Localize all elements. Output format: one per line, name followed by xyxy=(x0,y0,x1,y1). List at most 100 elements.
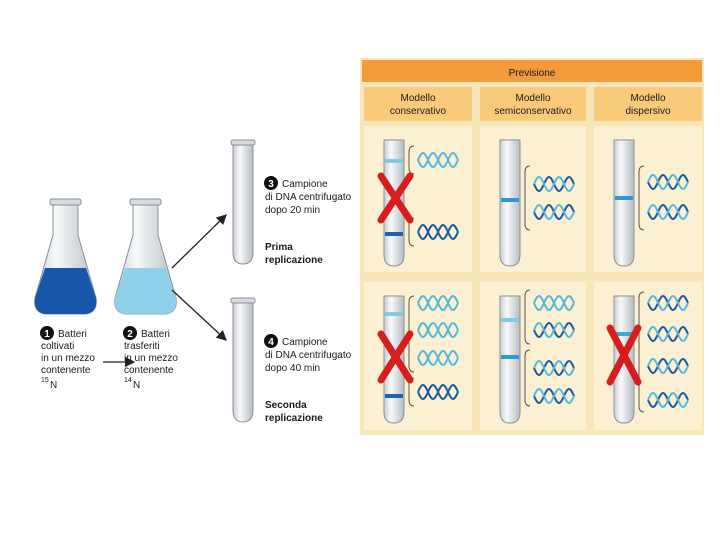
dna-strand xyxy=(647,204,689,220)
step-2-isotope-symbol: N xyxy=(133,380,140,391)
dna-helix-icon xyxy=(533,322,575,338)
dna-helix-icon xyxy=(533,388,575,404)
band-intermediate xyxy=(615,332,633,336)
band-heavy xyxy=(385,232,403,236)
band-light xyxy=(385,159,403,163)
dna-strand xyxy=(417,224,459,240)
tube-second-replication xyxy=(230,297,256,423)
step-1-line-2: coltivati xyxy=(41,341,74,352)
step-2-isotope-mass: 14 xyxy=(124,377,132,384)
light-medium-liquid xyxy=(114,268,177,314)
step-3-badge xyxy=(264,176,278,190)
step-2-label: 2 Batteri trasferiti in un mezzo contene… xyxy=(123,326,178,391)
step-4-line-1: Campione xyxy=(282,337,328,348)
dna-strand xyxy=(533,388,575,404)
band-hybrid xyxy=(615,196,633,200)
step-4-caption-2: replicazione xyxy=(265,413,323,424)
dna-strand xyxy=(533,204,575,220)
model-dispersive-line-2: dispersivo xyxy=(625,106,670,117)
step-3-label: 3 Campione di DNA centrifugato dopo 20 m… xyxy=(264,176,352,266)
dna-helix-icon xyxy=(647,174,689,190)
dna-helix-icon xyxy=(647,295,689,311)
flask-heavy-medium xyxy=(34,198,97,315)
result-tube-semiconservative-second xyxy=(499,295,521,424)
model-header-dispersive xyxy=(594,87,702,121)
dna-helix-icon xyxy=(533,204,575,220)
step-1-badge xyxy=(40,326,54,340)
dna-strand xyxy=(533,360,575,376)
cell-conservative-first xyxy=(364,126,472,272)
reject-cross-dispersive-second xyxy=(606,324,642,386)
reject-cross-conservative-second xyxy=(377,330,414,384)
brackets xyxy=(408,145,645,413)
dna-helix-icon xyxy=(647,392,689,408)
step-2-line-1: Batteri xyxy=(141,329,170,340)
dna-helix-icon xyxy=(533,360,575,376)
step-1-line-1: Batteri xyxy=(58,329,87,340)
model-semiconservative-line-2: semiconservativo xyxy=(494,106,572,117)
dna-strand xyxy=(533,322,575,338)
model-header-semiconservative xyxy=(480,87,586,121)
band-light xyxy=(501,318,519,322)
step-2-badge xyxy=(123,326,137,340)
step-4-caption-1: Seconda xyxy=(265,400,307,411)
step-1-isotope-mass: 15 xyxy=(41,377,49,384)
model-dispersive-line-1: Modello xyxy=(630,93,665,104)
step-3-caption-2: replicazione xyxy=(265,255,323,266)
prediction-title: Previsione xyxy=(509,68,556,79)
result-tube-semiconservative-first xyxy=(499,139,521,267)
step-4-line-3: dopo 40 min xyxy=(265,363,320,374)
dna-helix-icon xyxy=(533,176,575,192)
dna-strand xyxy=(647,295,689,311)
prediction-panel: Previsione Modello conservativo Modello … xyxy=(360,58,704,435)
heavy-medium-liquid xyxy=(34,268,97,314)
dna-strand xyxy=(647,326,689,342)
reject-cross-conservative-first xyxy=(377,172,414,224)
dna-helix-icon xyxy=(417,295,459,311)
arrow-to-second-replication xyxy=(171,289,227,341)
cell-semiconservative-second xyxy=(480,282,586,430)
step-3-line-1: Campione xyxy=(282,179,328,190)
dna-strand xyxy=(533,176,575,192)
step-3-number: 3 xyxy=(268,179,274,190)
model-conservative-line-2: conservativo xyxy=(390,106,447,117)
band-hybrid xyxy=(501,198,519,202)
dna-helix-icon xyxy=(417,152,459,168)
step-1-number: 1 xyxy=(44,329,50,340)
step-4-number: 4 xyxy=(268,337,274,348)
cell-dispersive-second xyxy=(594,282,702,430)
dna-helix-icon xyxy=(417,322,459,338)
dna-strand xyxy=(417,322,459,338)
step-3-caption-1: Prima xyxy=(265,242,293,253)
dna-helix-icon xyxy=(647,326,689,342)
cell-dispersive-first xyxy=(594,126,702,272)
dna-helix-icon xyxy=(417,384,459,400)
dna-strand xyxy=(647,174,689,190)
dna-strand xyxy=(417,295,459,311)
dna-strand xyxy=(417,350,459,366)
dna-helix-icon xyxy=(417,224,459,240)
step-2-number: 2 xyxy=(127,329,133,340)
step-1-line-3: in un mezzo xyxy=(41,353,95,364)
result-tube-dispersive-first xyxy=(613,139,635,267)
dna-helix-icon xyxy=(647,358,689,374)
dna-strand xyxy=(417,384,459,400)
model-conservative-line-1: Modello xyxy=(400,93,435,104)
tube-first-replication xyxy=(230,139,256,265)
flask-light-medium xyxy=(114,198,177,315)
band-hybrid xyxy=(501,355,519,359)
step-4-line-2: di DNA centrifugato xyxy=(265,350,352,361)
step-1-label: 1 Batteri coltivati in un mezzo contenen… xyxy=(40,326,95,391)
step-4-badge xyxy=(264,334,278,348)
dna-helix-icon xyxy=(533,295,575,311)
step-2-line-3: in un mezzo xyxy=(124,353,178,364)
dna-strand xyxy=(533,295,575,311)
step-3-line-2: di DNA centrifugato xyxy=(265,192,352,203)
band-light xyxy=(385,312,403,316)
dna-strand xyxy=(417,152,459,168)
arrow-to-first-replication xyxy=(171,214,227,269)
step-2-line-2: trasferiti xyxy=(124,341,160,352)
step-1-line-4: contenente xyxy=(41,365,91,376)
prediction-header xyxy=(362,60,702,82)
dna-strand xyxy=(647,392,689,408)
